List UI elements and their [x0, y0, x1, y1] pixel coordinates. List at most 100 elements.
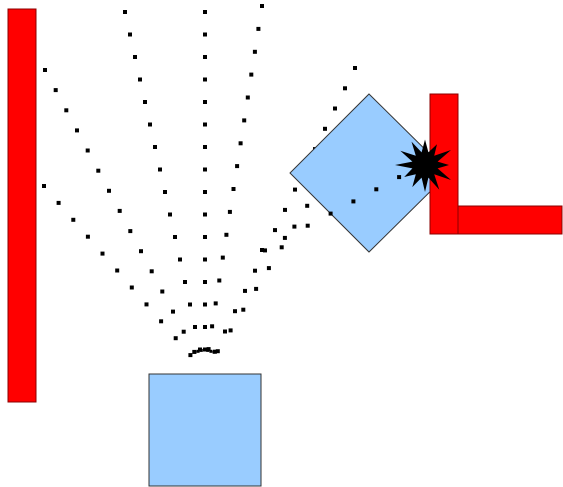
- ray-dot: [305, 203, 310, 208]
- ray-dot: [203, 10, 207, 14]
- ray-dot: [203, 100, 207, 104]
- ray-dot: [149, 269, 154, 274]
- ray-dot: [181, 329, 186, 334]
- impact-burst: [395, 139, 451, 192]
- ray-dot: [206, 348, 210, 352]
- ray-dot: [203, 302, 207, 307]
- ray-dot: [263, 248, 267, 253]
- ray-dot: [235, 164, 240, 169]
- ray-dot: [128, 229, 133, 234]
- ray-dot: [209, 349, 213, 353]
- ray-dot: [305, 223, 310, 228]
- ray-dot: [75, 128, 79, 133]
- ray-dot: [85, 234, 90, 239]
- ray-dot: [203, 145, 207, 149]
- l-wall-horizontal: [457, 205, 563, 235]
- ray-dot: [279, 245, 284, 250]
- ray-dot: [123, 10, 127, 14]
- ray-dot: [243, 288, 247, 293]
- ray-dot: [100, 251, 105, 256]
- ray-dot: [260, 4, 264, 8]
- ray-dot: [397, 175, 402, 180]
- ray-dot: [224, 232, 229, 237]
- ray-dot: [283, 207, 287, 212]
- ray-dot: [282, 235, 287, 240]
- ray-dot: [228, 328, 233, 333]
- ray-dot: [139, 249, 143, 254]
- ray-dot: [129, 285, 134, 290]
- ray-dot: [233, 309, 237, 314]
- ray-dot: [256, 26, 261, 31]
- ray-dot: [56, 200, 61, 205]
- ray-dot: [193, 350, 197, 354]
- ray-dot: [158, 167, 162, 172]
- ray-dot: [188, 302, 192, 307]
- ray-dot: [203, 257, 207, 262]
- ray-dot: [144, 302, 149, 307]
- ray-fan: [42, 4, 357, 358]
- ray-dot: [323, 126, 327, 131]
- ray-dot: [115, 268, 120, 273]
- ray-dot: [292, 224, 297, 229]
- ray-dot: [343, 86, 347, 91]
- ray-dot: [148, 122, 152, 127]
- ray-dot: [220, 255, 225, 260]
- ray-dot: [273, 228, 277, 233]
- ray-dot: [153, 145, 157, 149]
- ray-dot: [159, 319, 164, 324]
- ray-dot: [242, 118, 247, 123]
- ray-dot: [333, 106, 337, 111]
- ray-dot: [213, 301, 218, 306]
- ray-dot: [138, 77, 142, 82]
- ray-dot: [374, 187, 379, 192]
- ray-dot: [160, 289, 165, 294]
- ray-dot: [249, 72, 254, 77]
- ray-dot: [42, 184, 46, 188]
- ray-dot: [178, 257, 182, 262]
- ray-dot: [163, 190, 167, 194]
- ray-dot: [351, 199, 356, 204]
- ray-dot: [203, 190, 207, 194]
- ray-dot: [117, 208, 122, 213]
- ray-dot: [203, 348, 206, 351]
- ray-dot: [188, 353, 193, 358]
- ray-dot: [53, 88, 58, 93]
- ray-dot: [203, 280, 207, 284]
- ray-dot: [199, 348, 203, 352]
- ray-dot: [128, 32, 132, 37]
- ray-dot: [173, 235, 177, 239]
- ray-dot: [238, 141, 243, 146]
- ray-dot: [196, 349, 200, 353]
- ray-dot: [203, 235, 207, 239]
- ray-dot: [328, 211, 333, 216]
- ray-dot: [212, 350, 216, 354]
- ray-dot: [85, 148, 90, 153]
- ray-dot: [210, 324, 215, 329]
- ray-dot: [217, 278, 222, 283]
- ray-dot: [241, 307, 246, 312]
- ray-dot: [183, 280, 187, 284]
- emitter-block: [148, 373, 262, 487]
- ray-dot: [43, 68, 47, 72]
- ray-dot: [266, 266, 271, 271]
- ray-dot: [293, 187, 297, 192]
- ray-dot: [133, 55, 137, 59]
- ray-dot: [203, 32, 207, 37]
- ray-dot: [260, 248, 264, 252]
- ray-dot: [203, 77, 207, 82]
- ray-dot: [353, 66, 357, 70]
- ray-dot: [71, 217, 76, 222]
- ray-dot: [203, 325, 207, 329]
- ray-dot: [168, 212, 172, 217]
- ray-dot: [252, 49, 257, 54]
- ray-dot: [203, 55, 207, 59]
- ray-dot: [203, 122, 207, 127]
- ray-dot: [254, 286, 259, 291]
- ray-dot: [173, 336, 178, 341]
- ray-dot: [64, 108, 69, 113]
- ray-dot: [171, 309, 175, 314]
- ray-dot: [223, 329, 227, 334]
- ray-dot: [203, 167, 207, 172]
- ray-dot: [107, 188, 111, 193]
- ray-dot: [143, 100, 147, 104]
